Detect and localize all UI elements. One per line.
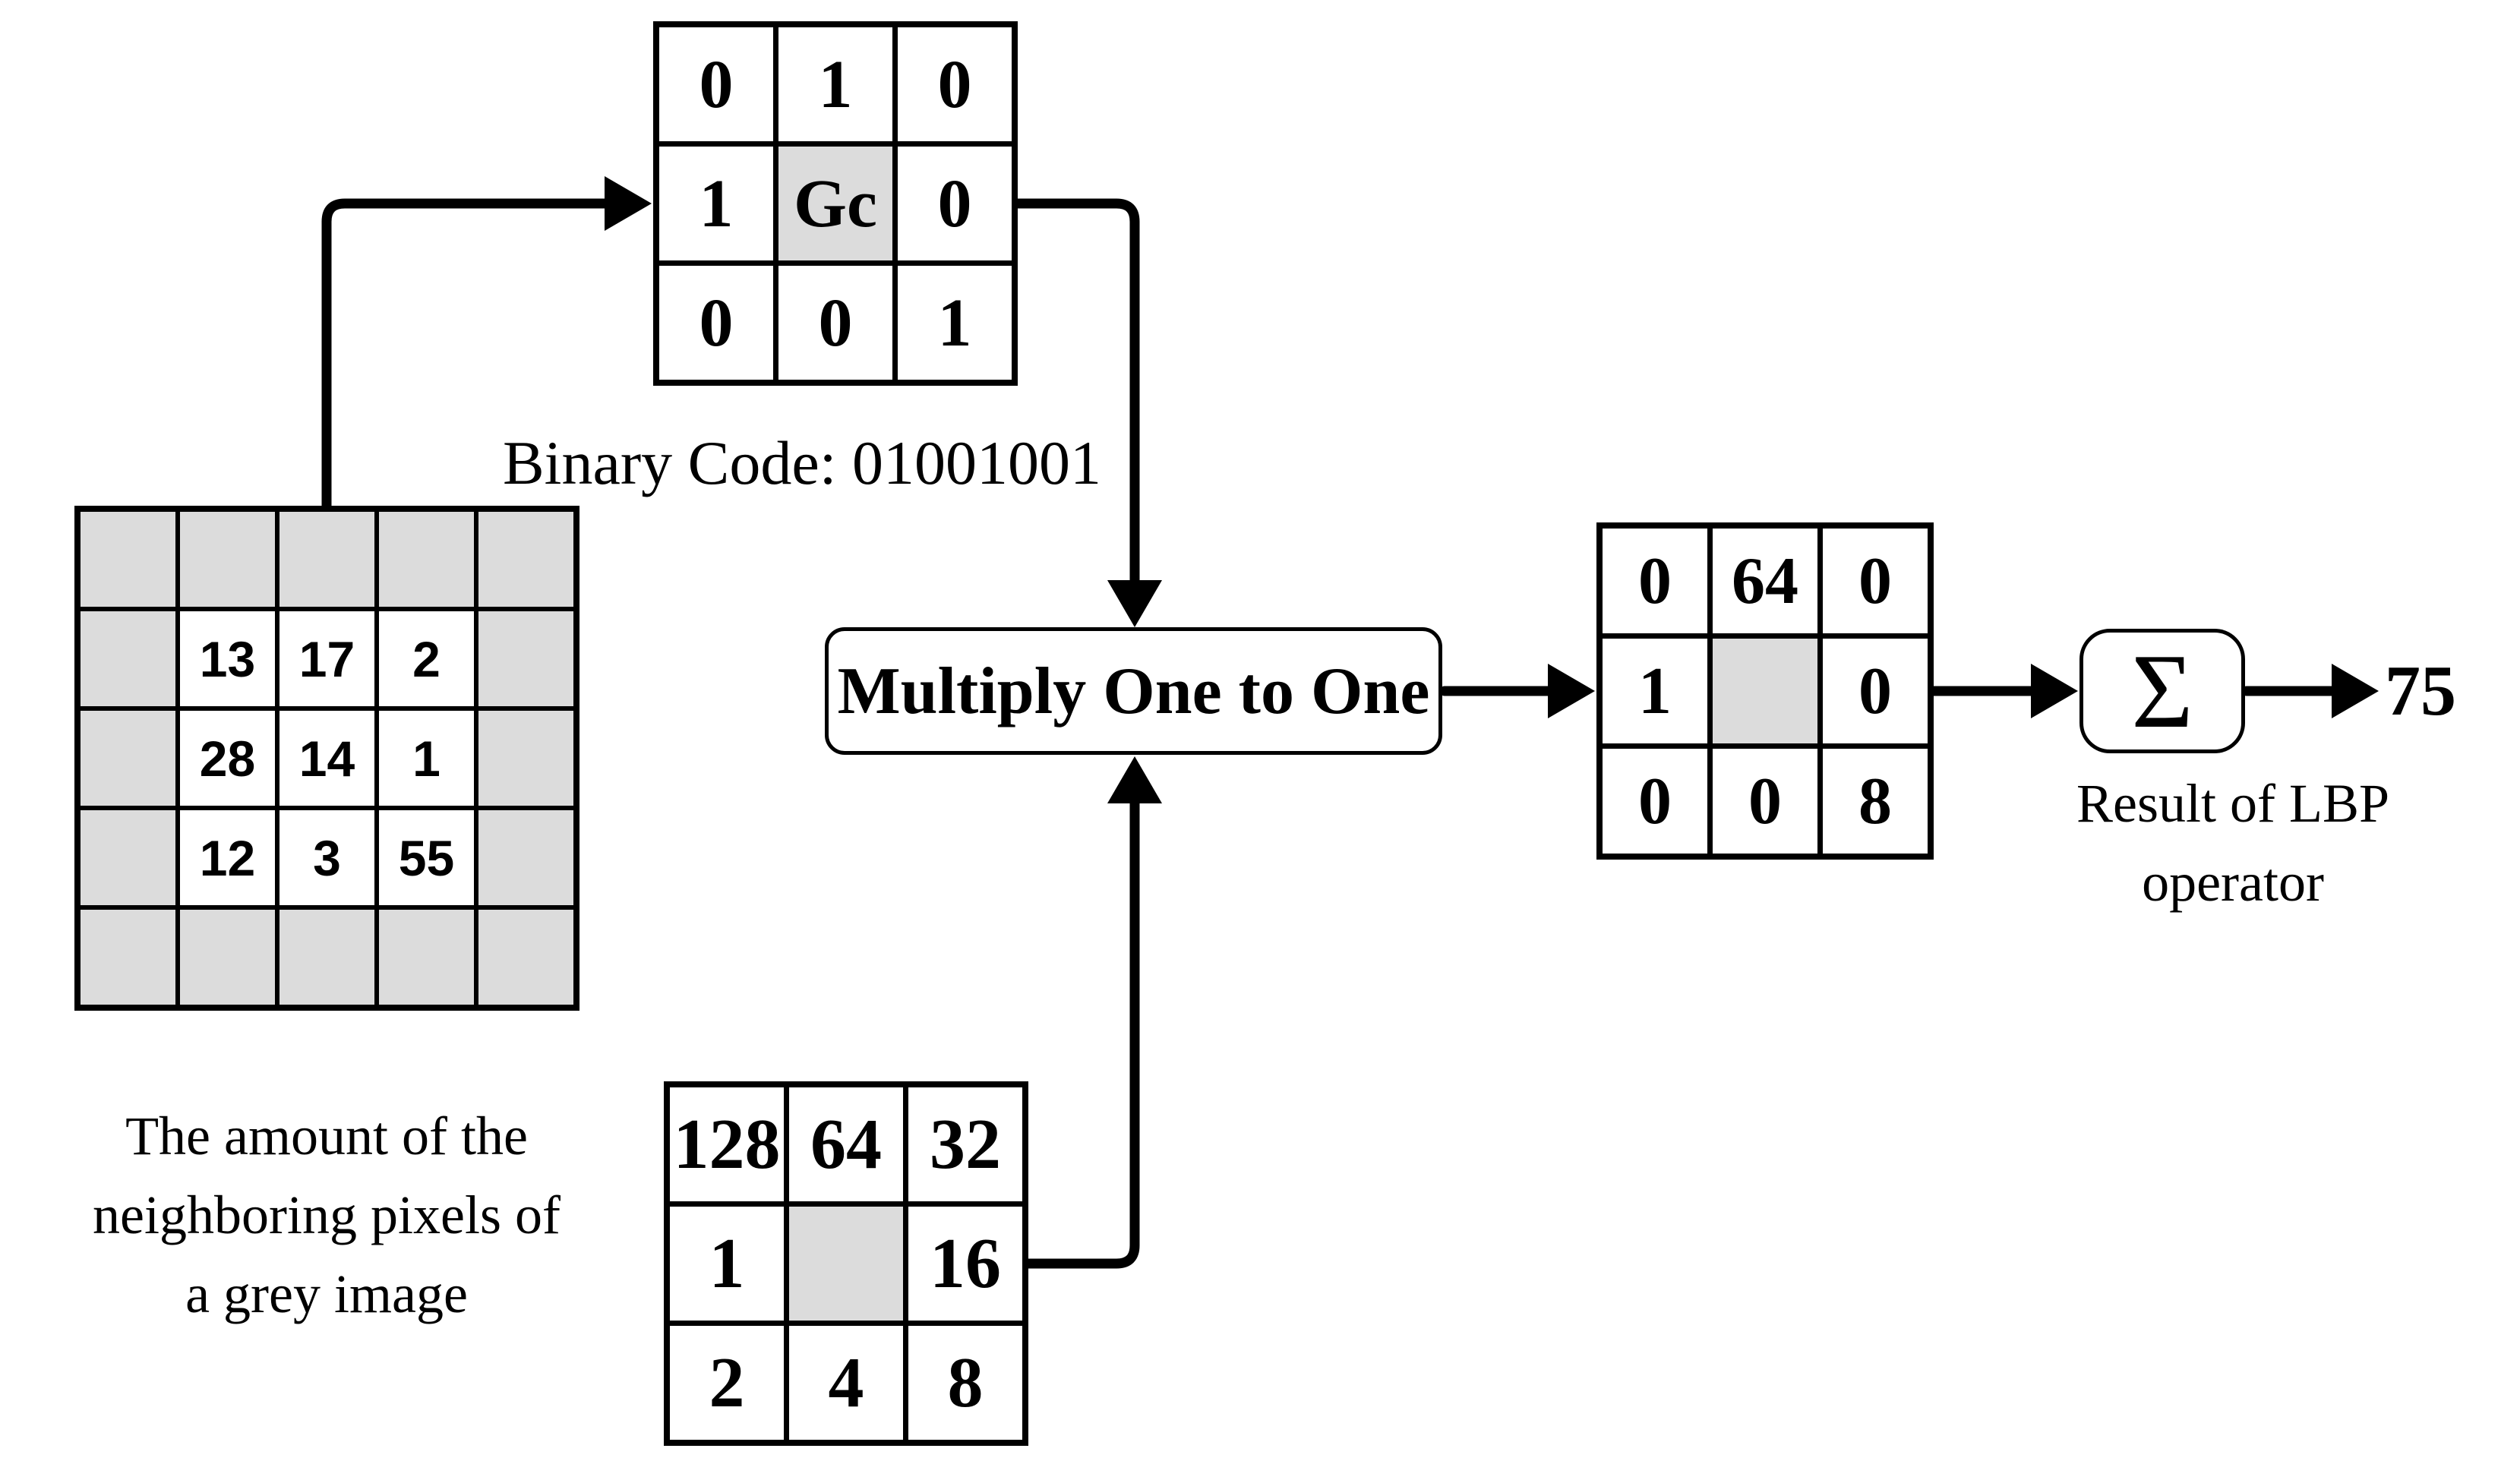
multiplication-result-grid: 0 64 0 1 0 0 0 8 [1596,522,1934,860]
neighbor-cell: 12 [180,810,275,905]
arrowhead-result-to-sum-icon [2031,664,2078,718]
binary-cell: 0 [898,27,1012,141]
padding-cell [81,810,175,905]
arrowhead-binary-to-multiply-icon [1107,580,1162,627]
multiply-box-label: Multiply One to One [837,654,1430,728]
binary-code-label: Binary Code: 01001001 [502,428,1102,497]
padding-cell [478,711,573,806]
result-caption: Result of LBP operator [2005,764,2461,922]
caption-line: Result of LBP [2076,773,2390,834]
lbp-result-value: 75 [2385,652,2456,731]
padding-cell [81,711,175,806]
result-cell-center-empty [1713,639,1817,743]
padding-cell [379,512,474,607]
caption-line: neighboring pixels of [93,1185,561,1245]
binary-cell-center-gc: Gc [778,147,892,260]
weight-cell: 32 [908,1087,1022,1201]
arrow-neighbors-to-binary [321,198,613,514]
result-cell: 0 [1603,529,1707,633]
result-cell: 0 [1823,529,1928,633]
weight-cell: 8 [908,1326,1022,1440]
neighbor-cell: 13 [180,611,275,706]
padding-cell [279,512,374,607]
summation-box: Σ [2079,629,2245,753]
binary-cell: 0 [659,27,773,141]
arrowhead-multiply-to-result-icon [1548,664,1595,718]
neighbor-cell: 17 [279,611,374,706]
arrowhead-weights-to-multiply-icon [1107,756,1162,803]
sigma-icon: Σ [2131,632,2193,750]
binary-cell: 1 [659,147,773,260]
neighbor-cell: 3 [279,810,374,905]
result-cell: 0 [1823,639,1928,743]
padding-cell [81,512,175,607]
binary-threshold-grid: 0 1 0 1 Gc 0 0 0 1 [653,21,1018,386]
result-cell: 8 [1823,749,1928,854]
weight-cell: 16 [908,1207,1022,1321]
padding-cell [180,910,275,1005]
weight-cell-center-empty [789,1207,903,1321]
weight-cell: 4 [789,1326,903,1440]
padding-cell [180,512,275,607]
arrow-weights-to-multiply [1023,797,1140,1269]
padding-cell [478,910,573,1005]
neighbor-cell: 28 [180,711,275,806]
result-cell: 1 [1603,639,1707,743]
binary-cell: 0 [778,266,892,380]
weight-cell: 2 [670,1326,784,1440]
padding-cell [81,910,175,1005]
neighbor-cell-center: 14 [279,711,374,806]
arrowhead-sum-to-value-icon [2332,664,2379,718]
multiply-one-to-one-box: Multiply One to One [825,627,1442,755]
padding-cell [478,512,573,607]
neighbor-cell: 2 [379,611,474,706]
neighbor-cell: 1 [379,711,474,806]
result-cell: 0 [1713,749,1817,854]
weight-cell: 1 [670,1207,784,1321]
neighborhood-caption: The amount of the neighboring pixels of … [23,1097,630,1333]
grey-image-neighborhood-grid: 13 17 2 28 14 1 12 3 55 [74,506,579,1011]
arrowhead-neighbors-to-binary-icon [605,176,652,231]
weight-cell: 64 [789,1087,903,1201]
result-cell: 64 [1713,529,1817,633]
binary-cell: 0 [659,266,773,380]
padding-cell [478,810,573,905]
binary-cell: 1 [898,266,1012,380]
padding-cell [81,611,175,706]
padding-cell [478,611,573,706]
padding-cell [379,910,474,1005]
lbp-weights-grid: 128 64 32 1 16 2 4 8 [664,1081,1028,1446]
padding-cell [279,910,374,1005]
caption-line: a grey image [185,1264,468,1324]
caption-line: The amount of the [125,1106,528,1166]
binary-cell: 1 [778,27,892,141]
weight-cell: 128 [670,1087,784,1201]
arrow-binary-to-multiply [1012,198,1140,587]
binary-cell: 0 [898,147,1012,260]
caption-line: operator [2142,852,2324,913]
result-cell: 0 [1603,749,1707,854]
neighbor-cell: 55 [379,810,474,905]
